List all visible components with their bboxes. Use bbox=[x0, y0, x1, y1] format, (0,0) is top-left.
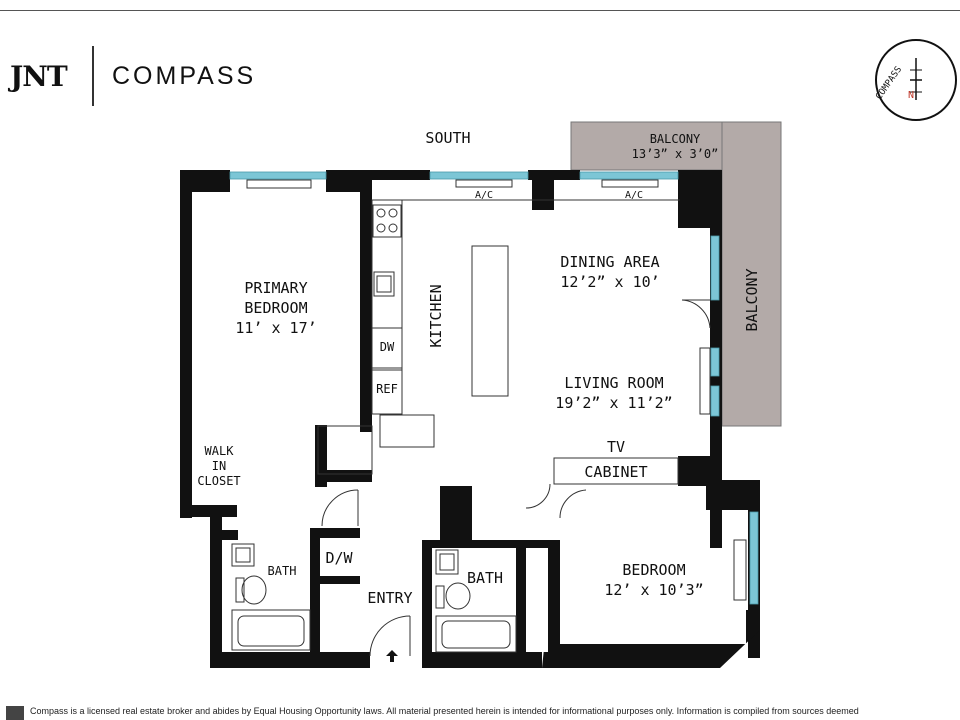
bath-primary-label: BATH bbox=[267, 564, 297, 578]
balcony-top-size: 13’3” x 3’0” bbox=[631, 147, 719, 161]
primary-bedroom-label: PRIMARY BEDROOM 11’ x 17’ bbox=[208, 278, 344, 338]
dining-area-size: 12’2” x 10’ bbox=[560, 273, 660, 291]
disclaimer-text: Compass is a licensed real estate broker… bbox=[30, 706, 859, 716]
compass-rose-label: COMPASS bbox=[874, 65, 904, 102]
kitchen-sink-icon bbox=[373, 271, 395, 297]
entry-arrow-icon bbox=[386, 650, 398, 662]
walk-in-closet-label: WALK IN CLOSET bbox=[193, 444, 245, 489]
living-room-label: LIVING ROOM 19’2” x 11’2” bbox=[516, 373, 712, 413]
stove-icon bbox=[372, 204, 402, 238]
walk-in-closet-line3: CLOSET bbox=[197, 474, 241, 488]
refrigerator-label: REF bbox=[376, 382, 398, 396]
brand-logo-jnt: JNT bbox=[10, 60, 68, 93]
compass-rose-icon bbox=[875, 39, 957, 121]
bedroom-size: 12’ x 10’3” bbox=[604, 581, 704, 599]
living-room-name: LIVING ROOM bbox=[564, 374, 664, 392]
kitchen-label: KITCHEN bbox=[427, 284, 445, 348]
bedroom-name: BEDROOM bbox=[622, 561, 686, 579]
bath-primary-fixtures bbox=[231, 543, 311, 651]
cabinet-label: CABINET bbox=[584, 463, 648, 481]
balcony-side-area bbox=[721, 121, 782, 427]
compass-north-label: N bbox=[908, 90, 914, 101]
brand-separator bbox=[92, 46, 94, 106]
walk-in-closet-line2: IN bbox=[211, 459, 227, 473]
washer-dryer-label: D/W bbox=[325, 549, 353, 567]
balcony-side-name: BALCONY bbox=[743, 268, 761, 332]
walk-in-closet-line1: WALK bbox=[204, 444, 234, 458]
orientation-label: SOUTH bbox=[425, 129, 471, 147]
sills bbox=[246, 179, 747, 601]
windows bbox=[229, 171, 759, 605]
living-room-size: 19’2” x 11’2” bbox=[555, 394, 673, 412]
dining-area-name: DINING AREA bbox=[560, 253, 660, 271]
tv-label: TV bbox=[606, 438, 626, 456]
top-rule bbox=[0, 10, 960, 11]
dining-area-label: DINING AREA 12’2” x 10’ bbox=[530, 252, 690, 292]
primary-bedroom-size: 11’ x 17’ bbox=[235, 319, 317, 337]
primary-bedroom-line2: BEDROOM bbox=[244, 299, 308, 317]
ac-left-label: A/C bbox=[474, 190, 494, 201]
entry-label: ENTRY bbox=[367, 589, 413, 607]
balcony-top-name: BALCONY bbox=[649, 132, 701, 146]
bath-second-label: BATH bbox=[466, 569, 504, 587]
bedroom-label: BEDROOM 12’ x 10’3” bbox=[574, 560, 734, 600]
equal-housing-icon bbox=[6, 706, 24, 720]
tv-cabinet-outline bbox=[553, 457, 679, 485]
dishwasher-label: DW bbox=[379, 340, 395, 354]
brand-logo-compass: COMPASS bbox=[112, 62, 257, 90]
balcony-top-label: BALCONY 13’3” x 3’0” bbox=[580, 132, 770, 162]
bath-second-fixtures bbox=[435, 549, 517, 653]
doors bbox=[321, 299, 711, 657]
primary-bedroom-line1: PRIMARY bbox=[244, 279, 308, 297]
ac-right-label: A/C bbox=[624, 190, 644, 201]
